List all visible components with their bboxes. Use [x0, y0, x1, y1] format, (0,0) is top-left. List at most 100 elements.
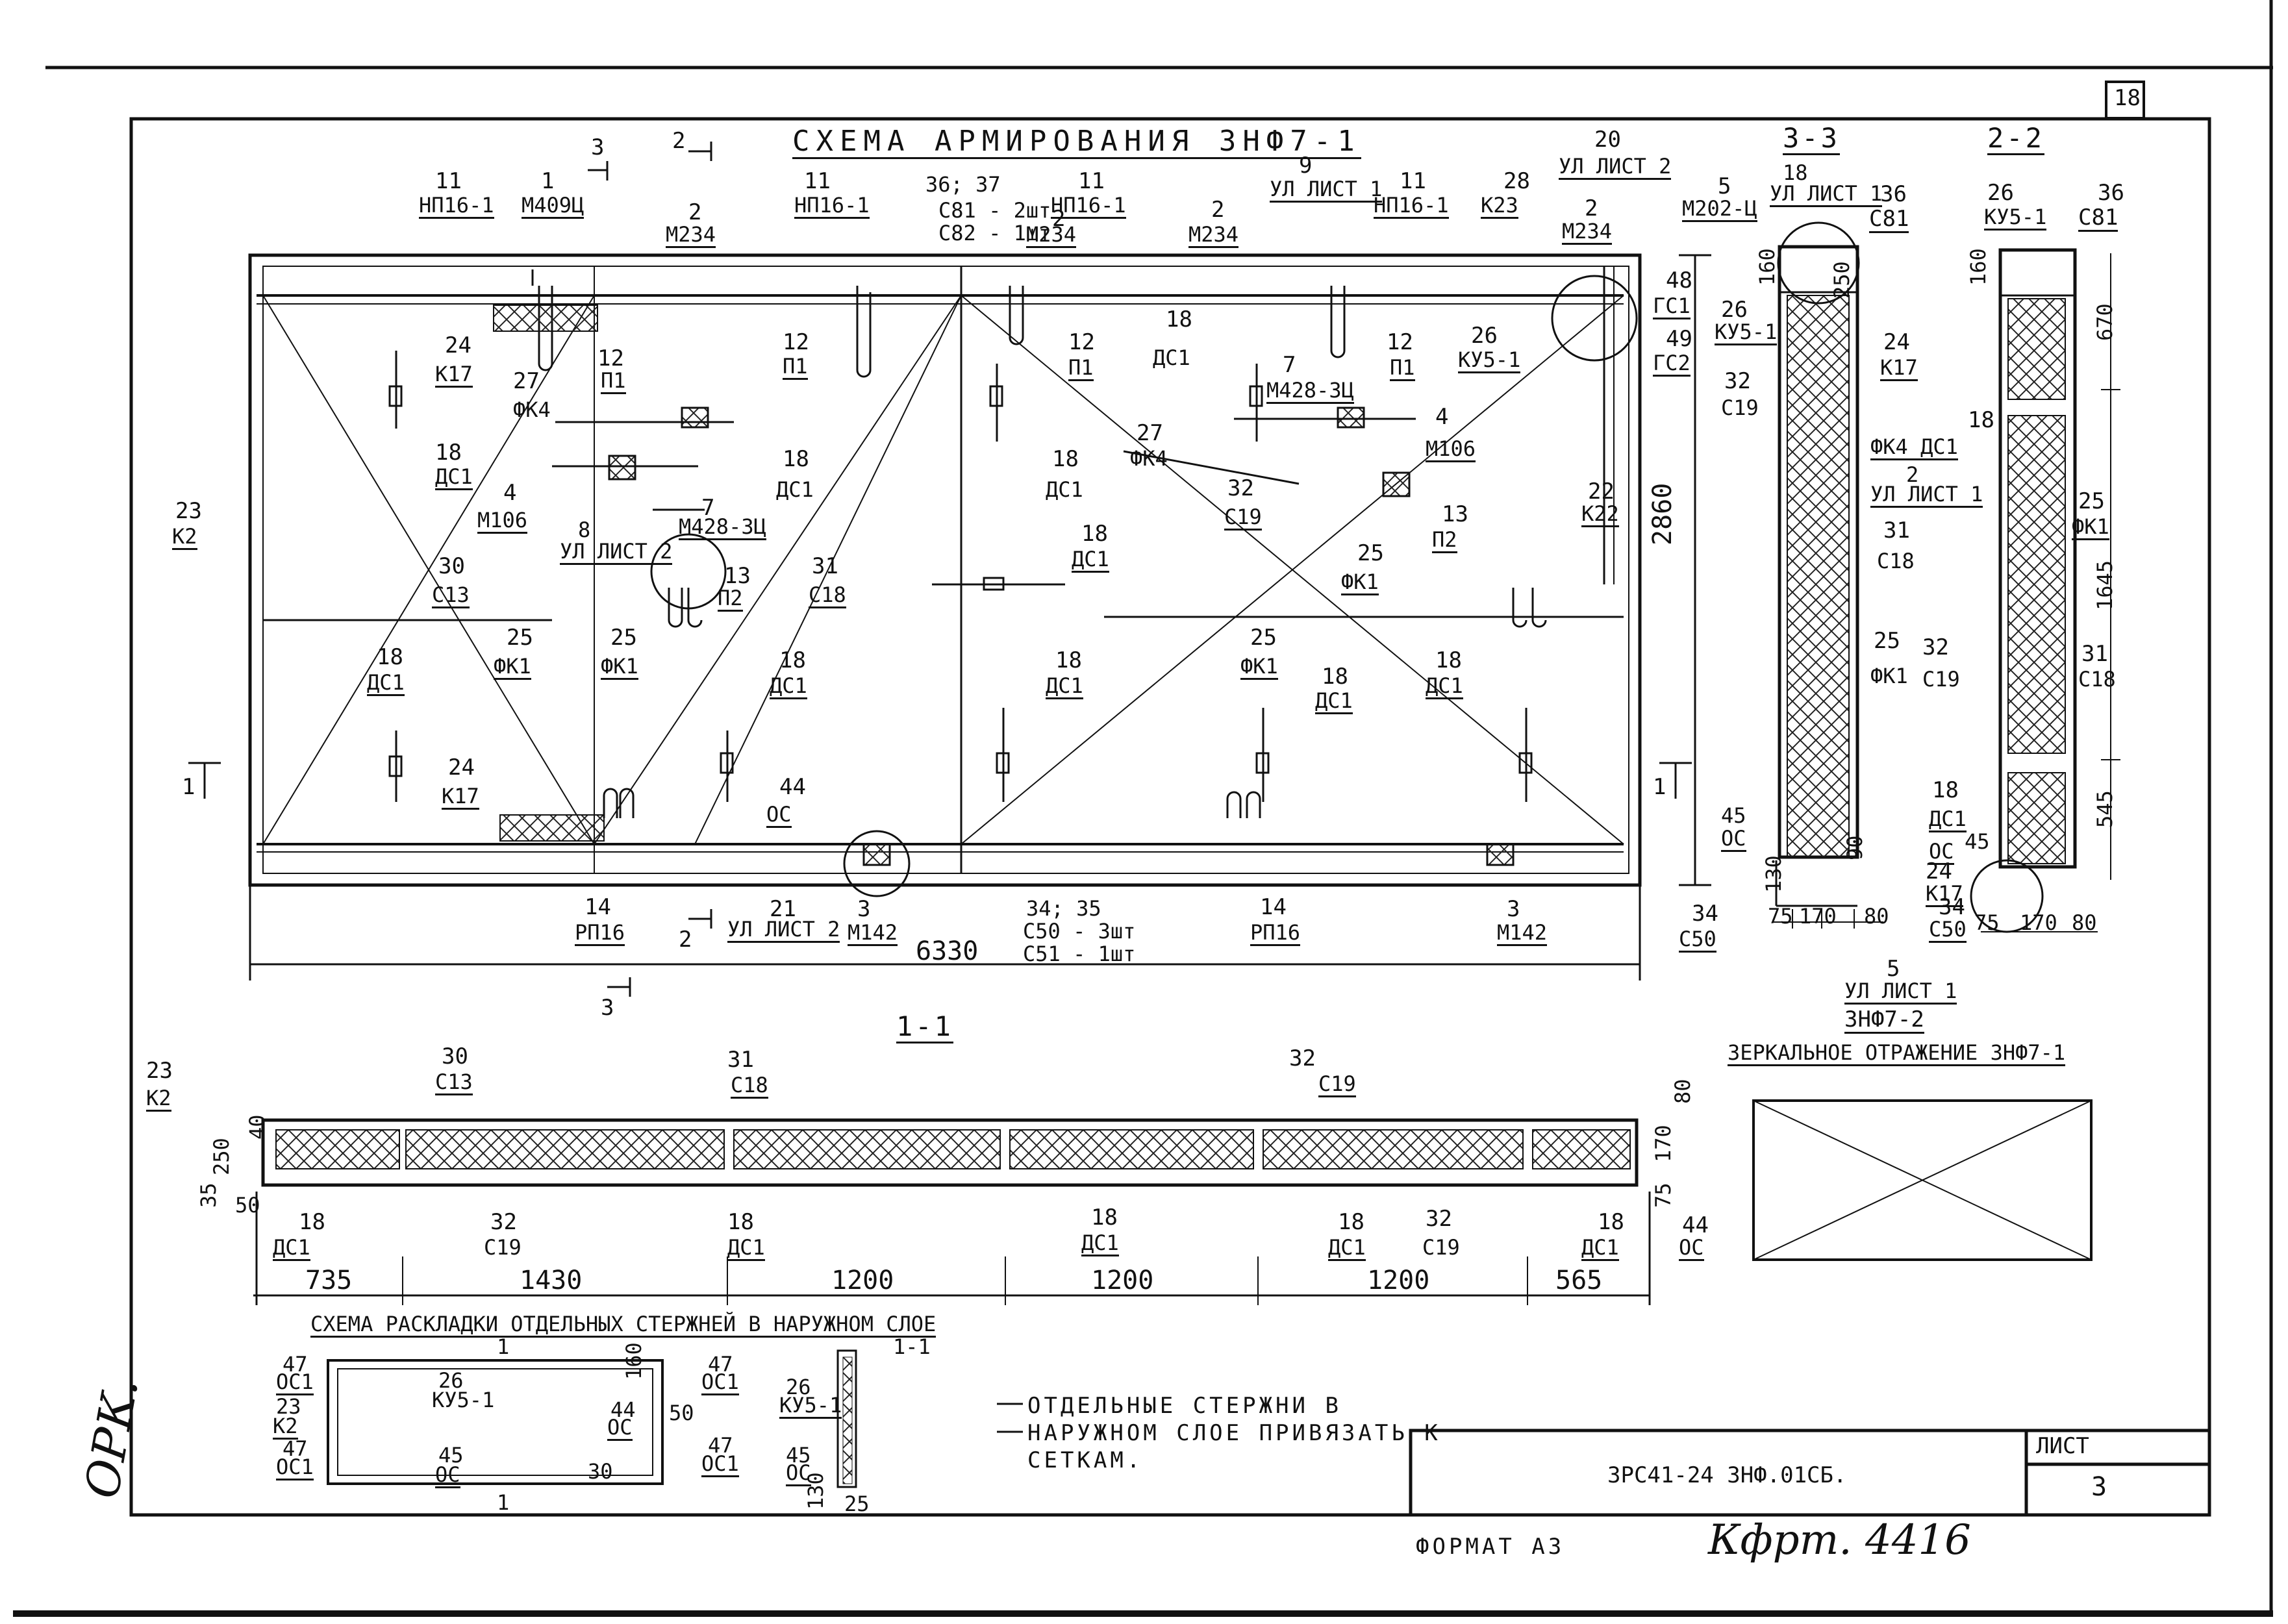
sec11-code: С18 [731, 1073, 768, 1099]
sec33-num: 2 [1906, 462, 1919, 487]
plan-callout-code: ДС1 [1426, 673, 1463, 699]
sec33-num: 18 [1783, 160, 1808, 185]
plan-callout-code: М234 [666, 222, 716, 248]
cut-3-bottom: 3 [601, 995, 614, 1021]
page-corner-number: 18 [2114, 85, 2141, 111]
sec22-num: 25 [2078, 488, 2105, 514]
sec33-code: ФК1 [1870, 664, 1908, 688]
sec11-num: 18 [1091, 1205, 1118, 1230]
note-line-3: СЕТКАМ. [1027, 1447, 1144, 1473]
plan-callout-num: 4 [1435, 404, 1449, 430]
plan-callout-code: К17 [442, 784, 479, 810]
sec22-num: 32 [1922, 634, 1949, 660]
sec33-num: 34 [1692, 901, 1718, 927]
sec33-num: 24 [1883, 329, 1910, 355]
layout-num: 47 [283, 1352, 308, 1377]
sec33-dim: 160 [1755, 248, 1779, 286]
section-1-title: 1-1 [896, 1010, 953, 1043]
plan-callout-code: С82 - 1шт [938, 221, 1051, 245]
sec11-segment: 735 [305, 1266, 353, 1295]
doc-code: 3РС41-24 3НФ.01СБ. [1607, 1462, 1847, 1488]
plan-callout-num: 18 [1055, 647, 1082, 673]
sec33-code: УЛ ЛИСТ 1 [1870, 482, 1983, 508]
sec33-dim: 130 [1761, 855, 1786, 893]
plan-callout-num: 1 [541, 168, 555, 194]
plan-callout-code: М202-Ц [1682, 196, 1757, 222]
plan-view [248, 253, 1642, 897]
sec22-num: 18 [1932, 777, 1959, 803]
layout-code: ОС1 [276, 1369, 314, 1395]
sec11-code: ОС [1679, 1235, 1704, 1261]
sec33-code: С81 [1869, 206, 1909, 233]
note-dashes [997, 1403, 1023, 1433]
plan-callout-num: 8 [578, 518, 591, 542]
sec33-dim: 250 [1829, 261, 1854, 299]
sec33-num: 32 [1724, 368, 1751, 394]
sec22-dim: 170 [2020, 910, 2057, 935]
plan-callout-num: 21 [770, 896, 796, 922]
plan-callout-code: М142 [1497, 920, 1548, 946]
layout-cut: 1-1 [893, 1334, 931, 1359]
plan-callout-code: КУ5-1 [1458, 347, 1521, 373]
sec22-code: ОС [1929, 839, 1954, 865]
plan-callout-num: 3 [857, 896, 871, 922]
title-block [1409, 1429, 2211, 1517]
plan-callout-num: 7 [1283, 352, 1296, 378]
layout-num: 44 [610, 1397, 636, 1422]
plan-callout-num: 28 [1503, 168, 1530, 194]
sec22-code: УЛ ЛИСТ 1 [1844, 979, 1957, 1005]
plan-callout-code: ДС1 [1046, 673, 1083, 699]
plan-callout-code: ДС1 [1315, 688, 1353, 714]
plan-callout-num: 18 [377, 644, 403, 670]
plan-callout-num: 27 [513, 368, 540, 394]
sec33-num: 45 [1721, 803, 1746, 828]
sec11-code: К2 [146, 1086, 171, 1112]
plan-callout-code: НП16-1 [794, 193, 870, 219]
plan-callout-num: 2 [1211, 197, 1225, 223]
plan-callout-code: ФК1 [1240, 654, 1278, 680]
sec22-code: К17 [1926, 881, 1963, 907]
sec11-segment: 565 [1555, 1266, 1603, 1295]
plan-callout-code: К2 [172, 524, 197, 550]
layout-num: 47 [708, 1352, 733, 1377]
plan-callout-code: ФК1 [1341, 569, 1379, 595]
sheet-number: 3 [2091, 1472, 2107, 1502]
plan-callout-num: 22 [1588, 479, 1615, 505]
layout-code: КУ5-1 [432, 1388, 495, 1412]
plan-callout-num: 13 [724, 563, 751, 589]
plan-callout-code: С13 [432, 582, 470, 608]
sec22-code: С18 [2078, 667, 2116, 692]
plan-callout-code: С50 - 3шт [1023, 919, 1136, 943]
plan-callout-num: 18 [1166, 306, 1192, 332]
plan-callout-code: ДС1 [367, 670, 405, 696]
sec11-code: С19 [484, 1235, 522, 1260]
sec22-dim: 75 [1974, 910, 2000, 935]
plan-callout-num: 12 [783, 329, 809, 355]
plan-callout-num: 4 [503, 480, 517, 506]
plan-callout-code: УЛ ЛИСТ 2 [727, 917, 840, 943]
plan-overall-length: 6330 [916, 936, 979, 966]
sec22-num: 36 [2098, 180, 2124, 206]
plan-callout-code: ДС1 [435, 464, 473, 490]
sec11-dim: 75 [1651, 1182, 1676, 1208]
plan-callout-code: ФК4 [1130, 446, 1168, 471]
sec33-dim: 75 [1768, 904, 1793, 929]
plan-callout-num: 9 [1299, 153, 1313, 179]
sec33-dim: 90 [1842, 835, 1867, 860]
sec11-dim: 80 [1670, 1079, 1695, 1104]
cut-1-right: 1 [1653, 774, 1666, 800]
sec11-num: 32 [1426, 1206, 1452, 1232]
layout-title: СХЕМА РАСКЛАДКИ ОТДЕЛЬНЫХ СТЕРЖНЕЙ В НАР… [310, 1312, 937, 1338]
sec11-dim: 170 [1651, 1125, 1676, 1162]
sec33-code: К17 [1880, 355, 1918, 381]
handwritten-mark: Кфрт. 4416 [1708, 1516, 1971, 1564]
plan-callout-code: К23 [1481, 193, 1518, 219]
layout-num: 47 [708, 1433, 733, 1458]
layout-code: КУ5-1 [779, 1393, 842, 1419]
plan-callout-code: ДС1 [1072, 547, 1109, 573]
plan-callout-num: 18 [1435, 647, 1462, 673]
cut-1-left: 1 [182, 774, 195, 800]
sec11-dim: 50 [235, 1193, 260, 1218]
sec11-dim: 250 [209, 1138, 234, 1175]
layout-code: ОС1 [276, 1455, 314, 1480]
